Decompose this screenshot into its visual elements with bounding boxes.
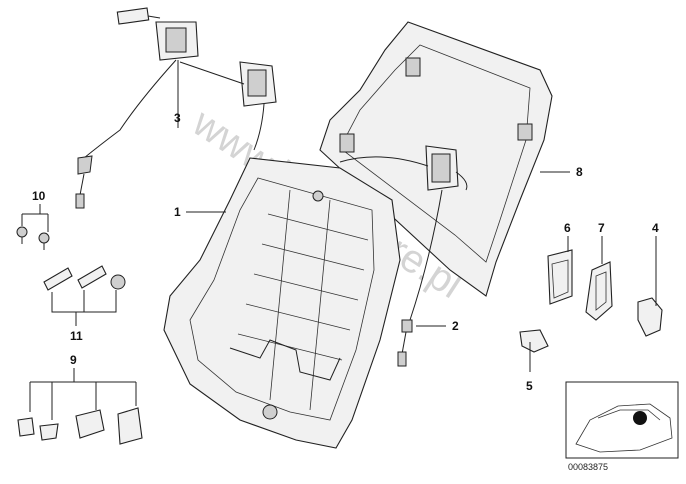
headrest-guide-left [75,7,277,209]
clips-11 [43,265,126,291]
panel-clip-left [339,133,355,153]
screws-10 [16,226,50,250]
panel-clip-top [405,57,421,77]
leader-lines [21,60,657,420]
location-marker [633,411,647,425]
callout-6: 6 [564,221,571,235]
callout-2: 2 [452,319,459,333]
lever-cap-4 [637,297,663,337]
callout-1: 1 [174,205,181,219]
vehicle-location-inset [565,381,679,459]
callout-4: 4 [652,221,659,235]
callouts: 1 2 3 4 5 6 7 8 9 10 11 [32,111,659,393]
lever-cap-5 [519,329,549,353]
callout-7: 7 [598,221,605,235]
backrest-frame [163,157,401,449]
fasteners-9 [17,407,143,445]
callout-3: 3 [174,111,181,125]
callout-10: 10 [32,189,46,203]
callout-5: 5 [526,379,533,393]
trim-cover-6 [547,249,573,305]
callout-9: 9 [70,353,77,367]
reference-number: 00083875 [568,462,608,472]
headrest-guide-right [339,145,468,367]
trim-cover-7 [585,261,613,321]
callout-11: 11 [70,329,83,343]
callout-8: 8 [576,165,583,179]
panel-clip-right [517,123,533,141]
